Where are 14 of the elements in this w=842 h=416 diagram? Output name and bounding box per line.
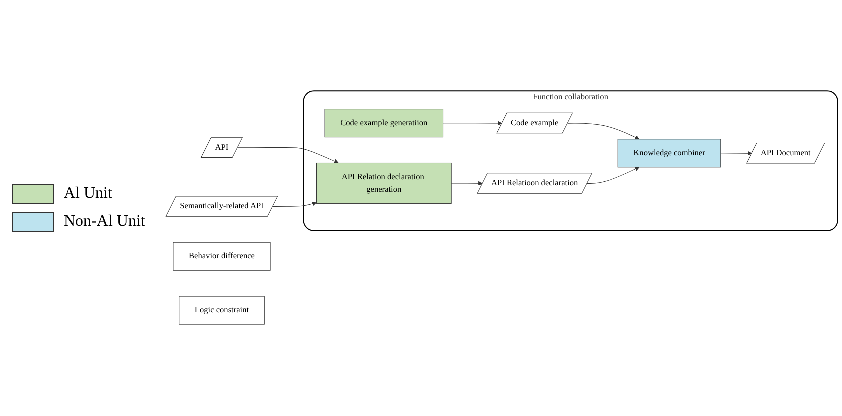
arrow	[272, 202, 317, 208]
node-box: Behavior difference	[173, 242, 271, 271]
arrow	[451, 182, 484, 186]
node-box: Code example generatiion	[324, 109, 444, 138]
node-box: API Relation declaration generation	[316, 163, 452, 204]
arrow	[443, 121, 503, 126]
legend-label: Al Unit	[64, 185, 112, 203]
arrow	[238, 148, 339, 164]
arrow	[720, 151, 752, 156]
legend-label: Non-Al Unit	[64, 213, 146, 231]
node-box: Knowledge combiner	[618, 139, 722, 168]
arrow	[587, 167, 640, 184]
node-box: Logic constraint	[179, 296, 265, 325]
arrow	[568, 123, 640, 140]
